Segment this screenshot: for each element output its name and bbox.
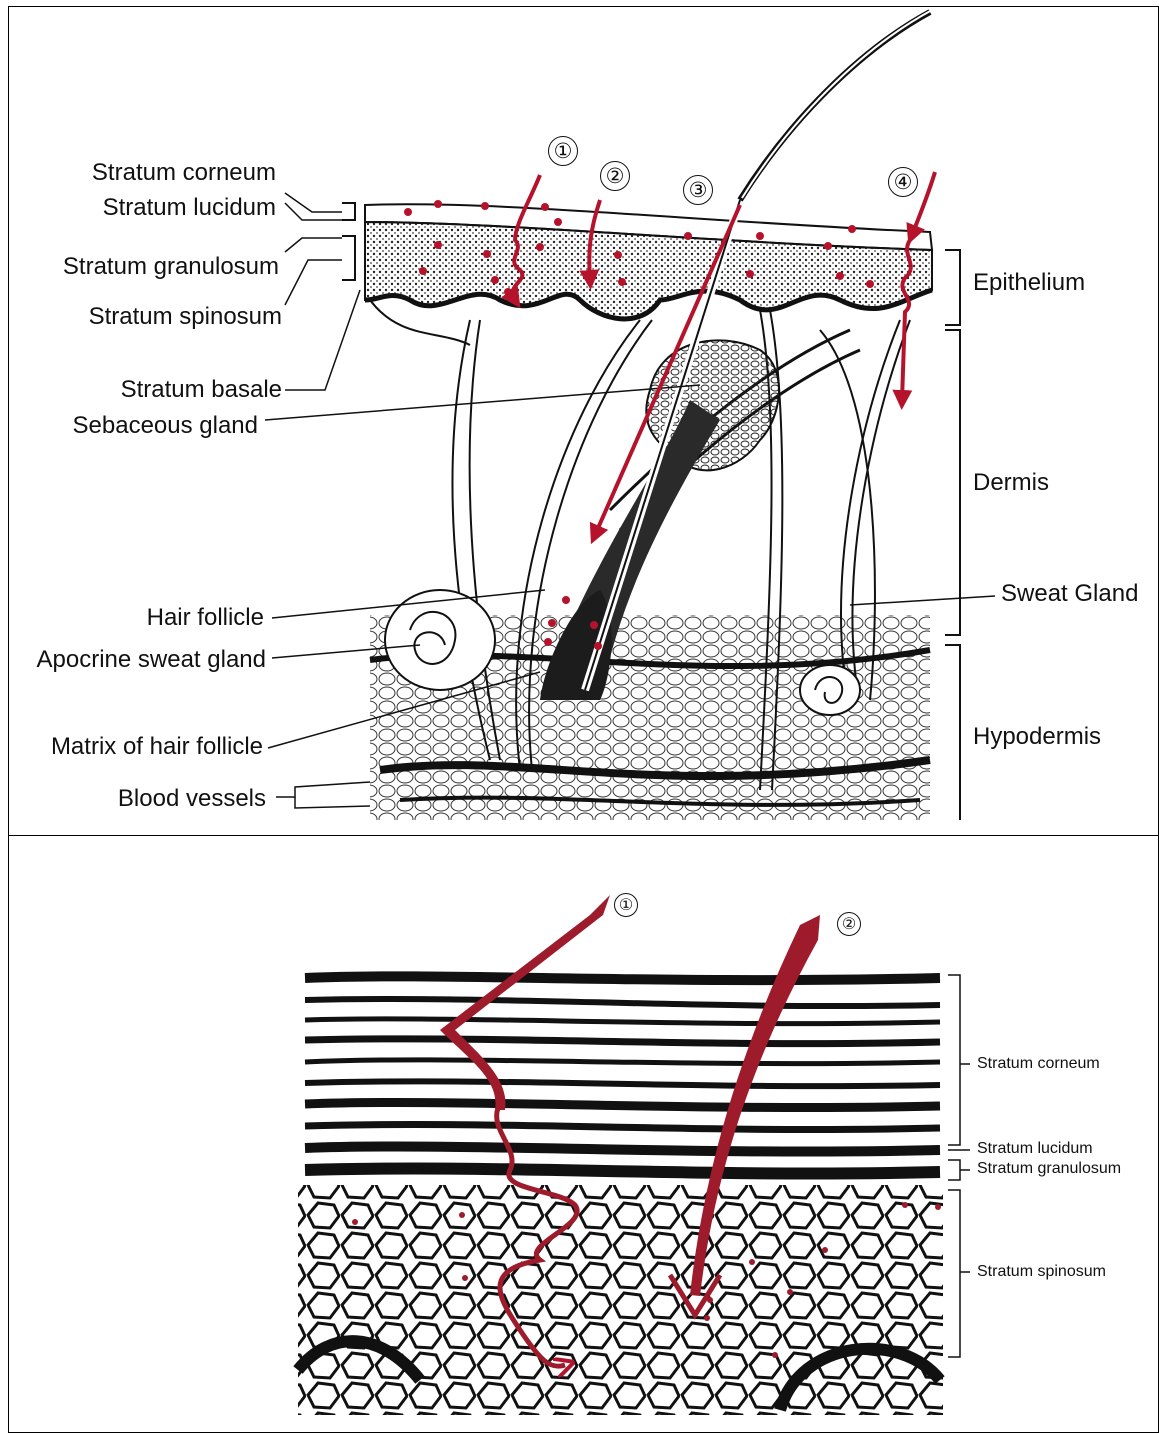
- marker-3: ③: [683, 175, 713, 205]
- label-epithelium: Epithelium: [973, 271, 1085, 295]
- closeup-label-stratum-lucidum: Stratum lucidum: [977, 1141, 1093, 1157]
- closeup-label-stratum-granulosum: Stratum granulosum: [977, 1161, 1121, 1177]
- label-stratum-lucidum: Stratum lucidum: [103, 196, 276, 220]
- marker-2: ②: [600, 161, 630, 191]
- label-hypodermis: Hypodermis: [973, 725, 1101, 749]
- label-stratum-corneum: Stratum corneum: [92, 161, 276, 185]
- label-apocrine-sweat-gland: Apocrine sweat gland: [37, 648, 266, 672]
- marker-4: ④: [888, 167, 918, 197]
- closeup-label-stratum-corneum: Stratum corneum: [977, 1056, 1100, 1072]
- label-hair-follicle: Hair follicle: [147, 606, 264, 630]
- label-stratum-basale: Stratum basale: [121, 378, 282, 402]
- label-matrix-of-hair-follicle: Matrix of hair follicle: [51, 735, 263, 759]
- label-stratum-granulosum: Stratum granulosum: [63, 255, 279, 279]
- closeup-label-stratum-spinosum: Stratum spinosum: [977, 1264, 1106, 1280]
- label-sebaceous-gland: Sebaceous gland: [73, 414, 258, 438]
- panel-divider: [8, 835, 1159, 836]
- closeup-marker-1: ①: [614, 893, 638, 917]
- label-sweat-gland: Sweat Gland: [1001, 582, 1138, 606]
- label-dermis: Dermis: [973, 471, 1049, 495]
- closeup-marker-2: ②: [837, 912, 861, 936]
- label-blood-vessels: Blood vessels: [118, 787, 266, 811]
- marker-1: ①: [548, 136, 578, 166]
- label-stratum-spinosum: Stratum spinosum: [89, 305, 282, 329]
